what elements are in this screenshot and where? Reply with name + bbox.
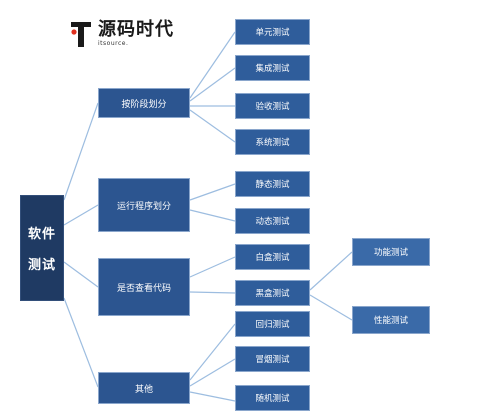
- leaf-node-regression: 回归测试: [235, 311, 310, 337]
- leaf-label: 静态测试: [255, 180, 290, 190]
- leaf-label: 冒烟测试: [255, 355, 290, 365]
- connector-code-black: [189, 291, 236, 294]
- connector-black-performance: [309, 294, 353, 321]
- brand-logo: 源码时代 itsource.: [70, 20, 174, 56]
- category-label: 其他: [134, 384, 153, 395]
- leaf-node-dynamic: 动态测试: [235, 208, 310, 234]
- leaf-label: 验收测试: [255, 102, 290, 112]
- connector-stage-system: [189, 109, 236, 143]
- leaf-node-unit: 单元测试: [235, 19, 310, 45]
- brand-name-cn: 源码时代: [98, 19, 174, 40]
- leaf-node-system: 系统测试: [235, 129, 310, 155]
- connector-other-random: [189, 391, 236, 402]
- brand-mark-icon: [70, 20, 92, 48]
- leaf-label: 黑盒测试: [255, 289, 290, 299]
- leaf-node-acceptance: 验收测试: [235, 93, 310, 119]
- connector-stage-integration: [189, 67, 236, 102]
- leaf-label: 回归测试: [255, 320, 290, 330]
- leaf-label: 白盒测试: [255, 253, 290, 263]
- category-label: 按阶段划分: [121, 99, 167, 110]
- category-node-run: 运行程序划分: [98, 178, 190, 232]
- root-label-line2: 测试: [27, 258, 56, 273]
- leaf-label: 随机测试: [255, 394, 290, 404]
- subleaf-node-performance: 性能测试: [352, 306, 430, 334]
- connector-root-run: [63, 204, 99, 226]
- root-node: 软件 测试: [20, 195, 64, 301]
- connector-root-stage: [63, 102, 99, 201]
- leaf-node-black-box: 黑盒测试: [235, 280, 310, 306]
- connector-code-white: [189, 256, 236, 278]
- brand-text: 源码时代 itsource.: [98, 20, 174, 48]
- connector-run-dynamic: [189, 209, 236, 222]
- root-label-line1: 软件: [27, 227, 56, 242]
- subleaf-label: 功能测试: [373, 248, 408, 258]
- leaf-label: 系统测试: [255, 138, 290, 148]
- leaf-node-white-box: 白盒测试: [235, 244, 310, 270]
- leaf-label: 集成测试: [255, 64, 290, 74]
- category-node-code: 是否查看代码: [98, 258, 190, 316]
- connector-black-function: [309, 251, 353, 291]
- leaf-node-integration: 集成测试: [235, 55, 310, 81]
- connector-run-static: [189, 183, 236, 201]
- subleaf-node-function: 功能测试: [352, 238, 430, 266]
- category-node-stage: 按阶段划分: [98, 88, 190, 118]
- leaf-node-random: 随机测试: [235, 385, 310, 411]
- leaf-node-smoke: 冒烟测试: [235, 346, 310, 372]
- category-label: 运行程序划分: [116, 201, 171, 212]
- connector-root-other: [63, 297, 99, 388]
- leaf-node-static: 静态测试: [235, 171, 310, 197]
- connector-stage-unit: [189, 31, 236, 99]
- brand-name-en: itsource.: [98, 40, 129, 47]
- category-node-other: 其他: [98, 372, 190, 404]
- leaf-label: 单元测试: [255, 28, 290, 38]
- leaf-label: 动态测试: [255, 217, 290, 227]
- connector-other-regression: [189, 323, 236, 381]
- connector-root-code: [63, 261, 99, 288]
- connector-other-smoke: [189, 358, 236, 387]
- category-label: 是否查看代码: [116, 283, 171, 294]
- subleaf-label: 性能测试: [373, 316, 408, 326]
